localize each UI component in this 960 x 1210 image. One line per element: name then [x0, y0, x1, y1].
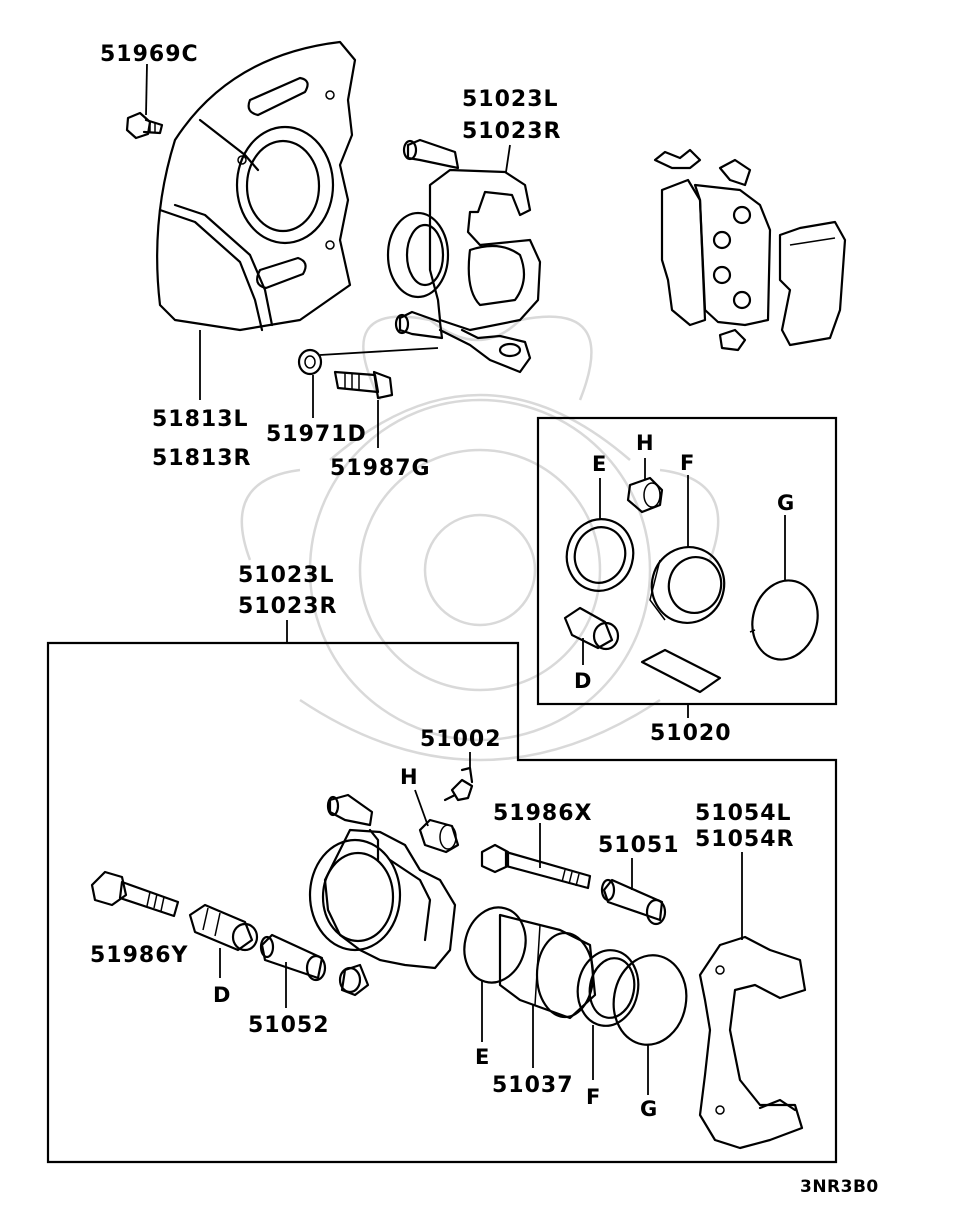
- label-assembly-g: G: [640, 1097, 658, 1121]
- label-51986x: 51986X: [493, 801, 593, 826]
- label-51813l: 51813L: [152, 407, 249, 432]
- label-kit-d: D: [574, 669, 592, 693]
- pin-51051-part: [600, 878, 667, 926]
- bolt-51987g-part: [333, 370, 394, 400]
- label-kit-e: E: [592, 452, 607, 476]
- bleeder-screw-51002-part: [443, 766, 474, 802]
- label-51023r-mid: 51023R: [238, 594, 337, 619]
- repair-kit-box: [536, 416, 838, 706]
- label-kit-f: F: [680, 451, 695, 475]
- boot-f-part: [576, 949, 640, 1027]
- mounting-bracket-51054-part: [698, 935, 807, 1150]
- kit-boot-h-part: [626, 476, 664, 514]
- label-kit-h: H: [636, 431, 655, 455]
- kit-ring-g-part: [749, 579, 819, 661]
- label-assembly-d: D: [213, 983, 231, 1007]
- label-51813r: 51813R: [152, 446, 251, 471]
- caliper-body-lower-part: [308, 793, 457, 997]
- label-assembly-h: H: [400, 765, 419, 789]
- ring-g-part: [612, 954, 688, 1046]
- label-51051: 51051: [598, 833, 680, 858]
- label-51986y: 51986Y: [90, 943, 189, 968]
- bolt-51986x-part: [480, 843, 592, 890]
- pin-51052-part: [259, 933, 327, 982]
- label-51023r-top: 51023R: [462, 119, 561, 144]
- piston-seal-e-part: [463, 906, 527, 984]
- label-51052: 51052: [248, 1013, 330, 1038]
- label-51971d: 51971D: [266, 422, 367, 447]
- label-assembly-e: E: [475, 1045, 490, 1069]
- label-51037: 51037: [492, 1073, 574, 1098]
- label-51054l: 51054L: [695, 801, 792, 826]
- washer-51971d-part: [297, 348, 323, 376]
- label-kit-g: G: [777, 491, 795, 515]
- piston-51037-part: [498, 913, 597, 1020]
- caliper-top-part: [386, 138, 542, 374]
- label-51987g: 51987G: [330, 456, 431, 481]
- kit-seal-e-part: [565, 518, 635, 592]
- bolt-51969c-part: [125, 111, 164, 140]
- kit-sleeve-d-part: [563, 606, 620, 651]
- label-51020: 51020: [650, 721, 732, 746]
- leader-lines: [145, 63, 786, 1095]
- kit-grease-packet-part: [640, 648, 722, 694]
- kit-boot-f-part: [649, 546, 726, 624]
- label-assembly-f: F: [586, 1085, 601, 1109]
- bolt-51986y-part: [90, 870, 180, 918]
- boot-h-part: [418, 818, 460, 854]
- watermark-emblem: [240, 315, 720, 762]
- sleeve-d-part: [188, 903, 259, 952]
- caliper-assembly-box: [46, 641, 838, 1164]
- label-51002: 51002: [420, 727, 502, 752]
- label-51969c: 51969C: [100, 42, 199, 67]
- label-51054r: 51054R: [695, 827, 794, 852]
- brake-pads-part: [653, 148, 847, 352]
- label-51023l-mid: 51023L: [238, 563, 335, 588]
- diagram-code: 3NR3B0: [800, 1177, 879, 1197]
- label-51023l-top: 51023L: [462, 87, 559, 112]
- dust-shield-part: [156, 40, 357, 332]
